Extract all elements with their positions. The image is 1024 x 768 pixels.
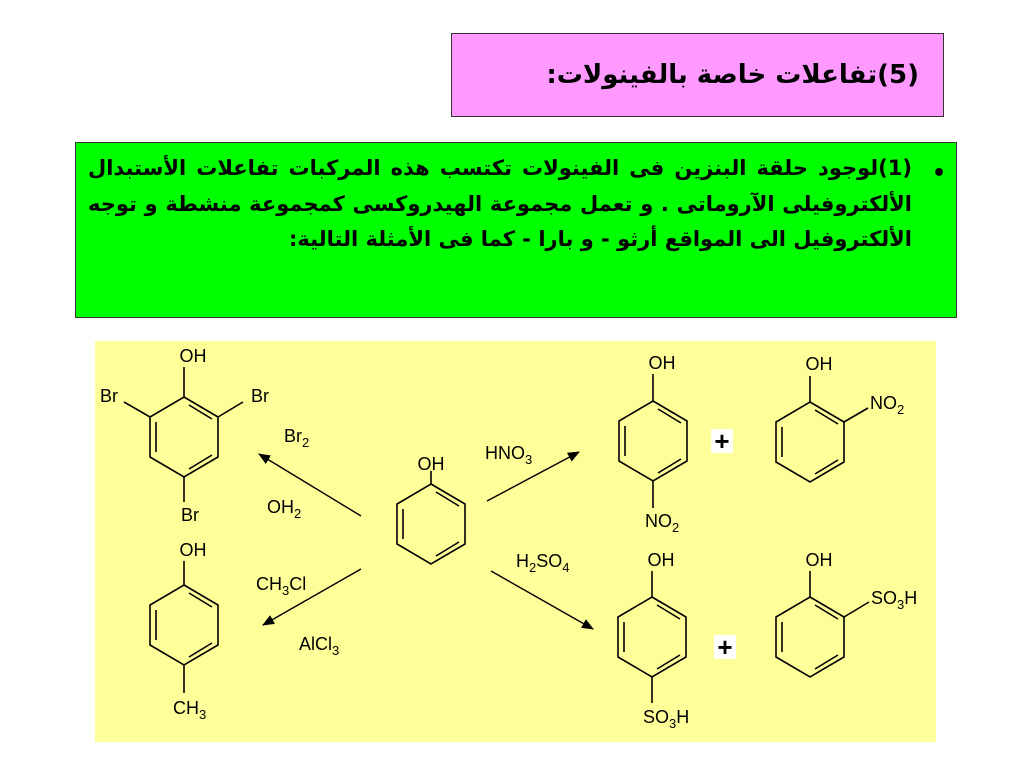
- reaction-scheme: OH OH Br Br Br OH CH3: [95, 341, 936, 742]
- ch3-label: CH3: [173, 698, 206, 722]
- br-left-label: Br: [100, 386, 118, 406]
- p-nitrophenol-structure: OH NO2: [618, 353, 688, 535]
- arrow-bromination: [258, 453, 362, 517]
- arrow-nitration: [486, 451, 580, 502]
- phenol-oh-label: OH: [418, 454, 445, 474]
- o-nitrophenol-oh-label: OH: [806, 354, 833, 374]
- br-bottom-label: Br: [181, 505, 199, 525]
- o-nitrophenol-structure: OH NO2: [775, 354, 904, 483]
- reagent-br2: Br2: [284, 426, 309, 450]
- arrow-sulfonation: [490, 570, 594, 630]
- reagent-oh2: OH2: [267, 497, 301, 521]
- p-nitrophenol-oh-label: OH: [649, 353, 676, 373]
- tribromophenol-structure: OH Br Br Br: [100, 346, 269, 525]
- reagent-h2so4: H2SO4: [516, 551, 569, 575]
- description-paragraph: (1)لوجود حلقة البنزين فى الفينولات تكتسب…: [88, 156, 912, 251]
- phenol-structure: OH: [396, 454, 466, 565]
- bullet-point: •: [931, 161, 946, 186]
- plus-sign-top: +: [711, 428, 733, 454]
- plus-sign-bottom: +: [714, 634, 736, 660]
- p-sulfonic-oh-label: OH: [648, 550, 675, 570]
- o-sulfonic-acid-structure: OH SO3H: [775, 550, 917, 678]
- p-sulfonic-acid-structure: OH SO3H: [617, 550, 689, 731]
- o-so3h-label: SO3H: [871, 588, 917, 612]
- tribromophenol-oh-label: OH: [180, 346, 207, 366]
- p-nitro-no2-label: NO2: [645, 511, 679, 535]
- title-box: (5)تفاعلات خاصة بالفينولات:: [451, 33, 944, 117]
- p-so3h-label: SO3H: [643, 707, 689, 731]
- reaction-scheme-svg: OH OH Br Br Br OH CH3: [100, 346, 917, 731]
- p-cresol-oh-label: OH: [180, 540, 207, 560]
- reagent-alcl3: AlCl3: [299, 634, 339, 658]
- arrow-alkylation: [262, 568, 362, 626]
- br-right-label: Br: [251, 386, 269, 406]
- p-cresol-structure: OH CH3: [149, 540, 219, 722]
- reagent-hno3: HNO3: [485, 443, 532, 467]
- o-nitro-no2-label: NO2: [870, 393, 904, 417]
- slide-title: (5)تفاعلات خاصة بالفينولات:: [546, 60, 919, 90]
- o-sulfonic-oh-label: OH: [806, 550, 833, 570]
- reagent-ch3cl: CH3Cl: [256, 574, 306, 598]
- description-box: • (1)لوجود حلقة البنزين فى الفينولات تكت…: [75, 142, 957, 318]
